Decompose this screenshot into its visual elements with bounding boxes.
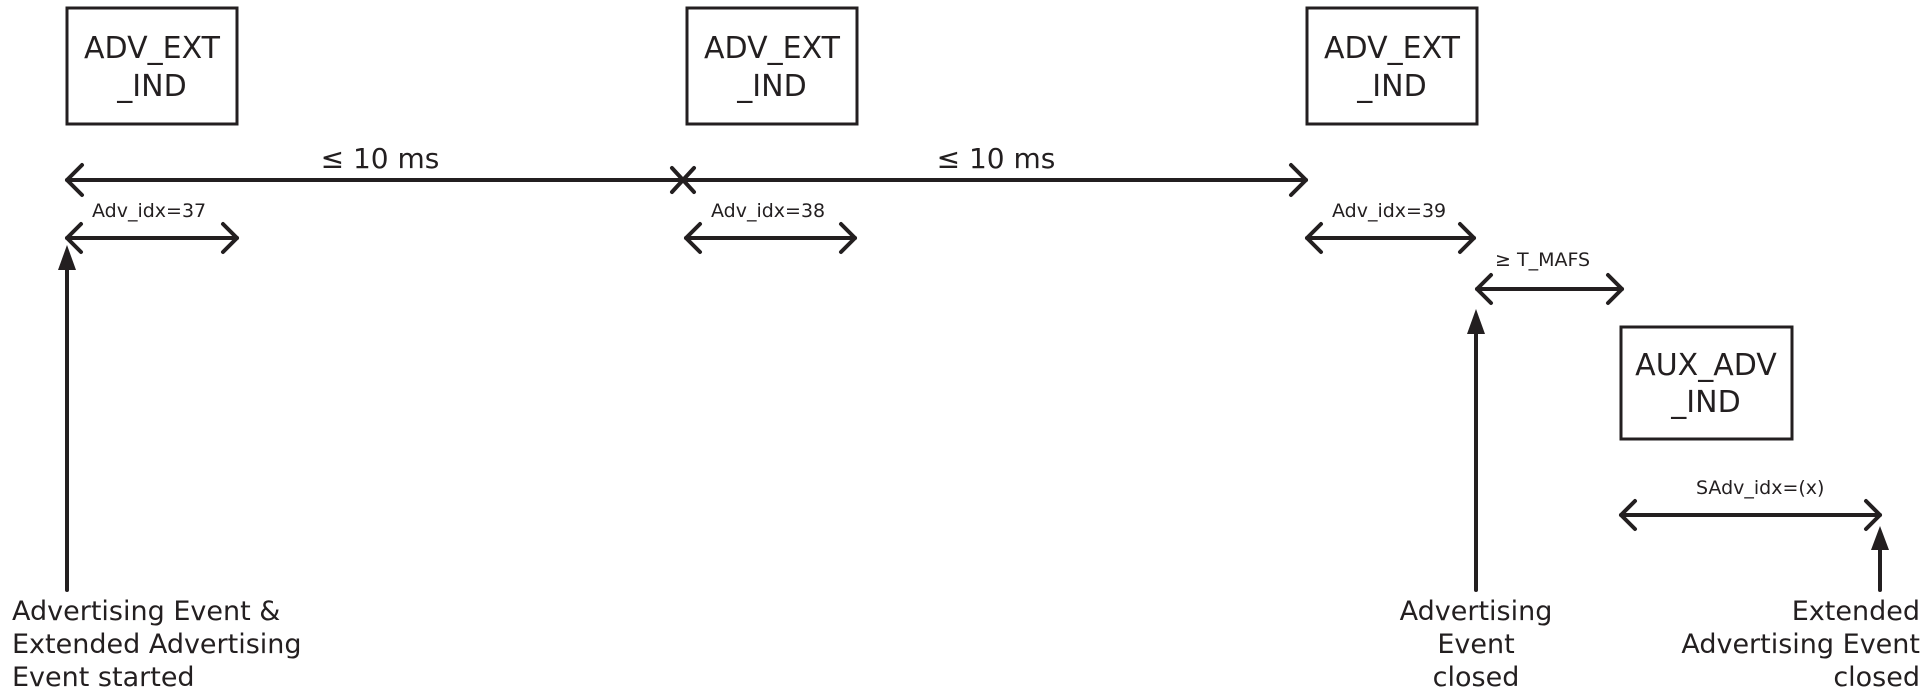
packet-box-1-frame	[65, 6, 239, 126]
packet-box-3-line2: _IND	[1356, 69, 1426, 104]
interval-label-2: ≤ 10 ms	[937, 142, 1056, 175]
caption-ext-closed-line3: closed	[1833, 662, 1920, 693]
mafs-arrow-right-head	[1606, 273, 1624, 305]
caption-event-started-line3: Event started	[12, 662, 195, 693]
packet-box-2-line1: ADV_EXT	[704, 31, 841, 66]
index-label-39: Adv_idx=39	[1332, 200, 1446, 222]
caption-adv-closed: Advertising Event closed	[1400, 596, 1553, 693]
packet-box-3: ADV_EXT _IND	[1305, 6, 1479, 126]
packet-box-aux-line2: _IND	[1670, 385, 1740, 420]
packet-box-1-line2: _IND	[116, 69, 186, 104]
packet-box-aux-line1: AUX_ADV	[1635, 348, 1777, 383]
packet-box-2-frame	[685, 6, 859, 126]
interval-arrow-2: ≤ 10 ms	[680, 142, 1308, 197]
caption-adv-closed-line1: Advertising	[1400, 596, 1553, 627]
mafs-label: ≥ T_MAFS	[1495, 249, 1590, 271]
event-marker-start	[58, 245, 76, 592]
event-marker-ext-closed-head	[1871, 526, 1889, 550]
index-arrow-39: Adv_idx=39	[1305, 200, 1476, 254]
interval-arrow-1-left-head	[65, 163, 84, 197]
caption-ext-closed-line2: Advertising Event	[1681, 629, 1920, 660]
packet-box-aux-frame	[1619, 325, 1794, 441]
index-arrow-38-left-head	[684, 222, 702, 254]
caption-adv-closed-line3: closed	[1433, 662, 1520, 693]
mafs-arrow: ≥ T_MAFS	[1475, 249, 1624, 305]
index-arrow-37: Adv_idx=37	[65, 200, 239, 254]
caption-adv-closed-line2: Event	[1437, 629, 1514, 660]
index-label-aux: SAdv_idx=(x)	[1696, 477, 1824, 499]
index-arrow-39-right-head	[1458, 222, 1476, 254]
interval-arrow-2-right-head	[1289, 163, 1308, 197]
index-arrow-37-left-head	[65, 222, 83, 254]
interval-arrow-1: ≤ 10 ms	[65, 142, 684, 197]
caption-ext-closed: Extended Advertising Event closed	[1681, 596, 1920, 693]
event-marker-start-head	[58, 245, 76, 270]
packet-box-1-line1: ADV_EXT	[84, 31, 221, 66]
index-arrow-aux: SAdv_idx=(x)	[1619, 477, 1882, 531]
event-marker-adv-closed-head	[1467, 309, 1485, 334]
index-arrow-aux-right-head	[1864, 499, 1882, 531]
packet-box-3-line1: ADV_EXT	[1324, 31, 1461, 66]
packet-box-2: ADV_EXT _IND	[685, 6, 859, 126]
index-arrow-38: Adv_idx=38	[684, 200, 857, 254]
caption-event-started-line1: Advertising Event &	[12, 596, 280, 627]
index-arrow-38-right-head	[839, 222, 857, 254]
caption-event-started: Advertising Event & Extended Advertising…	[12, 596, 302, 693]
caption-event-started-line2: Extended Advertising	[12, 629, 302, 660]
index-arrow-37-right-head	[221, 222, 239, 254]
packet-box-1: ADV_EXT _IND	[65, 6, 239, 126]
index-arrow-39-left-head	[1305, 222, 1323, 254]
index-arrow-aux-left-head	[1619, 499, 1637, 531]
packet-box-3-frame	[1305, 6, 1479, 126]
packet-box-2-line2: _IND	[736, 69, 806, 104]
packet-box-aux: AUX_ADV _IND	[1619, 325, 1794, 441]
caption-ext-closed-line1: Extended	[1792, 596, 1920, 627]
event-marker-ext-closed	[1871, 526, 1889, 592]
mafs-arrow-left-head	[1475, 273, 1493, 305]
index-label-38: Adv_idx=38	[711, 200, 825, 222]
event-marker-adv-closed	[1467, 309, 1485, 592]
index-label-37: Adv_idx=37	[92, 200, 206, 222]
interval-label-1: ≤ 10 ms	[321, 142, 440, 175]
